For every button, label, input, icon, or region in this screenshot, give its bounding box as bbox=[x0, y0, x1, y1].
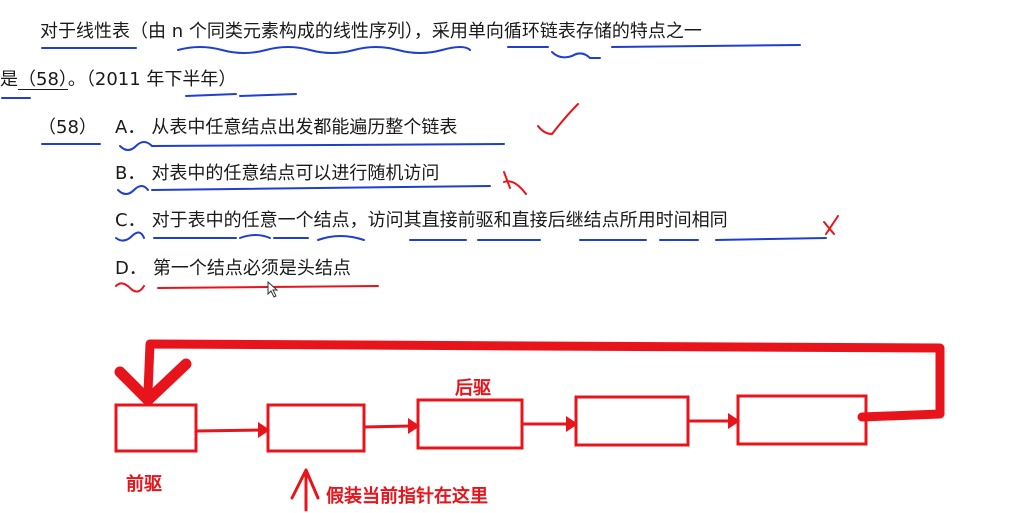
cross-mark-b-1 bbox=[503, 171, 511, 189]
underline-line1-b bbox=[177, 46, 471, 54]
linked-list-diagram bbox=[114, 339, 945, 512]
underline-line1-d bbox=[551, 51, 601, 59]
option-c-text: 对于表中的任意一个结点，访问其直接前驱和直接后继结点所用时间相同 bbox=[151, 210, 728, 231]
option-d: D．第一个结点必须是头结点 bbox=[115, 257, 351, 281]
node-3 bbox=[416, 398, 524, 450]
option-a-letter: A． bbox=[115, 117, 146, 138]
back-link-arrowhead bbox=[114, 358, 192, 406]
node-4 bbox=[574, 395, 690, 447]
arrowhead-4-5 bbox=[728, 413, 740, 429]
check-mark-a bbox=[537, 103, 579, 136]
underline-line2-b bbox=[185, 93, 237, 97]
node-2 bbox=[266, 403, 366, 453]
arrowhead-1-2 bbox=[258, 422, 270, 438]
option-c-letter: C． bbox=[115, 210, 146, 231]
option-b: B．对表中的任意结点可以进行随机访问 bbox=[115, 162, 439, 186]
question-prefix: 是 bbox=[0, 69, 18, 90]
underline-opt-c-2 bbox=[239, 234, 271, 239]
link-2-3 bbox=[362, 424, 414, 429]
arrowhead-3-4 bbox=[566, 416, 578, 432]
underline-opt-b-letter bbox=[117, 185, 149, 195]
arrowhead-2-3 bbox=[408, 418, 420, 434]
underline-opt-a-text bbox=[151, 143, 505, 147]
option-c: C．对于表中的任意一个结点，访问其直接前驱和直接后继结点所用时间相同 bbox=[115, 209, 728, 233]
underline-line2-c bbox=[239, 93, 297, 97]
current-pointer-arrow bbox=[290, 468, 320, 512]
node-1 bbox=[114, 403, 198, 453]
cross-mark-c bbox=[823, 215, 839, 235]
underline-opt-d bbox=[157, 285, 379, 289]
cross-mark-b-2 bbox=[503, 180, 527, 195]
underline-opt-c-9 bbox=[715, 237, 827, 241]
option-b-letter: B． bbox=[115, 163, 146, 184]
underline-opt-a-letter bbox=[119, 141, 153, 151]
option-d-text: 第一个结点必须是头结点 bbox=[152, 258, 351, 279]
node-5 bbox=[736, 394, 868, 446]
label-current-pointer: 假装当前指针在这里 bbox=[326, 486, 488, 507]
underline-opt-b-text bbox=[151, 185, 491, 191]
option-b-text: 对表中的任意结点可以进行随机访问 bbox=[151, 163, 440, 184]
question-number: （58） bbox=[38, 117, 97, 138]
underline-opt-c-letter bbox=[115, 231, 145, 242]
option-a-text: 从表中任意结点出发都能遍历整个链表 bbox=[151, 117, 458, 138]
answer-blank: （58） bbox=[18, 69, 68, 90]
squiggle-opt-d bbox=[115, 282, 145, 293]
question-line-1: 对于线性表（由 n 个同类元素构成的线性序列），采用单向循环链表存储的特点之一 bbox=[40, 21, 702, 42]
mouse-cursor-icon bbox=[267, 280, 279, 298]
underline-line1-e bbox=[611, 44, 801, 48]
question-line-2: 是（58）。（2011 年下半年） bbox=[0, 68, 236, 92]
link-1-2 bbox=[194, 428, 264, 433]
option-a: A．从表中任意结点出发都能遍历整个链表 bbox=[115, 116, 457, 140]
option-d-letter: D． bbox=[115, 258, 147, 279]
question-source: 。（2011 年下半年） bbox=[67, 69, 237, 90]
label-successor: 后驱 bbox=[455, 378, 491, 399]
label-predecessor: 前驱 bbox=[126, 474, 162, 495]
circular-back-link bbox=[143, 339, 945, 422]
underline-opt-c-4 bbox=[317, 235, 365, 241]
